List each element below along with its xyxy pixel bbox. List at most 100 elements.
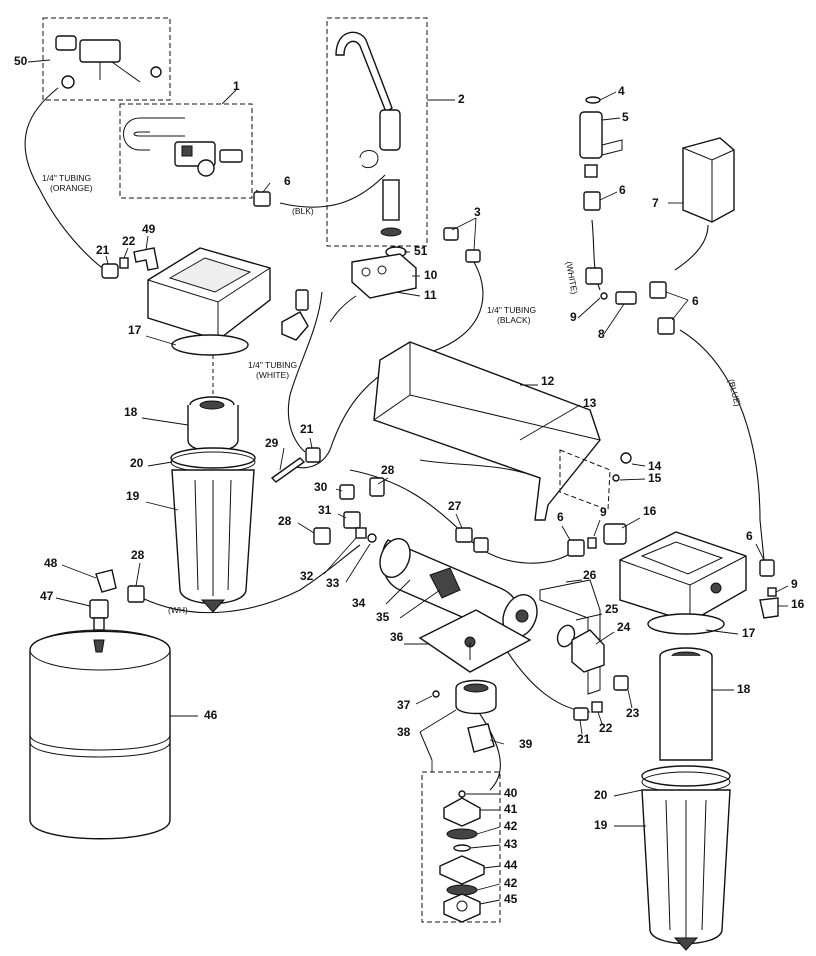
part-29	[270, 457, 306, 483]
callout-number-63: 19	[594, 818, 608, 832]
tubing-label-4: (BLACK)	[497, 315, 531, 325]
tubing-label-2: (BLK)	[292, 206, 314, 216]
callout-number-53: 23	[626, 706, 640, 720]
part-28-top	[369, 477, 385, 497]
callout-number-54: 46	[204, 708, 218, 722]
part-9-right	[767, 587, 777, 597]
tubing-label-8: (BLUE)	[726, 378, 743, 408]
callout-number-2: 2	[458, 92, 465, 106]
saddle-clamp	[55, 35, 77, 51]
part-31	[343, 511, 361, 529]
callout-number-32: 9	[600, 505, 607, 519]
callout-number-25: 14	[648, 459, 662, 473]
black-tubing-main	[289, 261, 484, 469]
callout-number-3: 4	[618, 84, 625, 98]
faucet-assembly	[326, 17, 455, 247]
tubing-label-7: (WHITE)	[256, 370, 289, 380]
part-35-clip	[429, 567, 461, 599]
upper-right-fittings	[577, 267, 689, 335]
part-3-a	[443, 227, 459, 241]
callout-number-30: 27	[448, 499, 462, 513]
callout-number-65: 44	[504, 858, 518, 872]
part-43	[453, 844, 471, 852]
part-22-right	[591, 701, 603, 713]
part-8	[615, 291, 637, 305]
part-16-right	[759, 597, 779, 619]
part-10	[351, 253, 417, 299]
part-4	[585, 96, 601, 104]
callout-number-44: 47	[40, 589, 54, 603]
center-right-fittings	[455, 513, 641, 557]
callout-number-40: 28	[131, 548, 145, 562]
callout-number-52: 37	[397, 698, 411, 712]
feed-valve-assembly	[27, 17, 253, 199]
membrane-housing	[379, 538, 601, 695]
callout-number-64: 43	[504, 837, 518, 851]
callout-number-27: 28	[381, 463, 395, 477]
tubing-label-1: (ORANGE)	[50, 183, 93, 193]
callout-number-7: 7	[652, 196, 659, 210]
left-filter-housing	[141, 247, 271, 613]
part-48-elbow	[95, 569, 117, 593]
callout-number-51: 18	[737, 682, 751, 696]
part-47-valve	[89, 599, 109, 619]
callout-number-23: 21	[300, 422, 314, 436]
faucet-shank	[382, 179, 400, 221]
sensor-cable	[674, 224, 709, 271]
part-50-box	[42, 17, 171, 101]
part-18-right-cartridge	[659, 656, 713, 761]
callout-number-18: 17	[128, 323, 142, 337]
membrane-clip	[539, 579, 601, 695]
callout-number-29: 19	[126, 489, 140, 503]
part-7-box	[682, 137, 735, 223]
callout-number-28: 30	[314, 480, 328, 494]
callout-number-46: 25	[605, 602, 619, 616]
callout-number-67: 45	[504, 892, 518, 906]
callout-number-24: 20	[130, 456, 144, 470]
callout-number-61: 20	[594, 788, 608, 802]
callout-number-9: 21	[96, 243, 110, 257]
part-9-ur	[600, 292, 608, 300]
part-6-mid	[567, 539, 585, 557]
faucet-spout	[335, 31, 393, 114]
callout-number-20: 13	[583, 396, 597, 410]
part-30	[339, 484, 355, 500]
part-6-ur-c	[657, 317, 675, 335]
flow-restrictor	[415, 679, 505, 923]
callout-number-17: 8	[598, 327, 605, 341]
callout-number-49: 24	[617, 620, 631, 634]
part-46-tank	[29, 630, 171, 840]
part-24-cap	[571, 629, 605, 673]
part-37	[432, 690, 440, 698]
black-tubing-faucet	[279, 174, 386, 208]
faucet-handle	[379, 109, 401, 151]
callout-number-22: 29	[265, 436, 279, 450]
part-6-ur-b	[649, 281, 667, 299]
part-21-right	[573, 707, 589, 721]
part-27	[455, 527, 473, 543]
callout-number-15: 6	[692, 294, 699, 308]
check-valve-group	[579, 91, 623, 211]
callout-number-26: 15	[648, 471, 662, 485]
part-28-tank	[127, 585, 145, 603]
callout-number-8: 3	[474, 205, 481, 219]
part-23	[613, 675, 629, 691]
part-6-upper	[583, 191, 601, 211]
part-32	[355, 527, 367, 539]
misc-leaders	[253, 182, 441, 619]
callout-number-66: 42	[504, 876, 518, 890]
callout-number-34: 31	[318, 503, 332, 517]
wh-tubing	[141, 544, 361, 614]
tubing-label-5: (WHITE)	[564, 261, 580, 295]
left-fittings	[101, 235, 309, 341]
callout-number-6: 6	[619, 183, 626, 197]
part-5	[579, 111, 603, 159]
callout-number-5: 6	[284, 174, 291, 188]
part-22-left	[119, 257, 129, 269]
callout-number-58: 39	[519, 737, 533, 751]
part-49-elbow	[133, 247, 159, 271]
part-11-wire	[329, 295, 357, 323]
part-16-mid	[603, 523, 627, 545]
